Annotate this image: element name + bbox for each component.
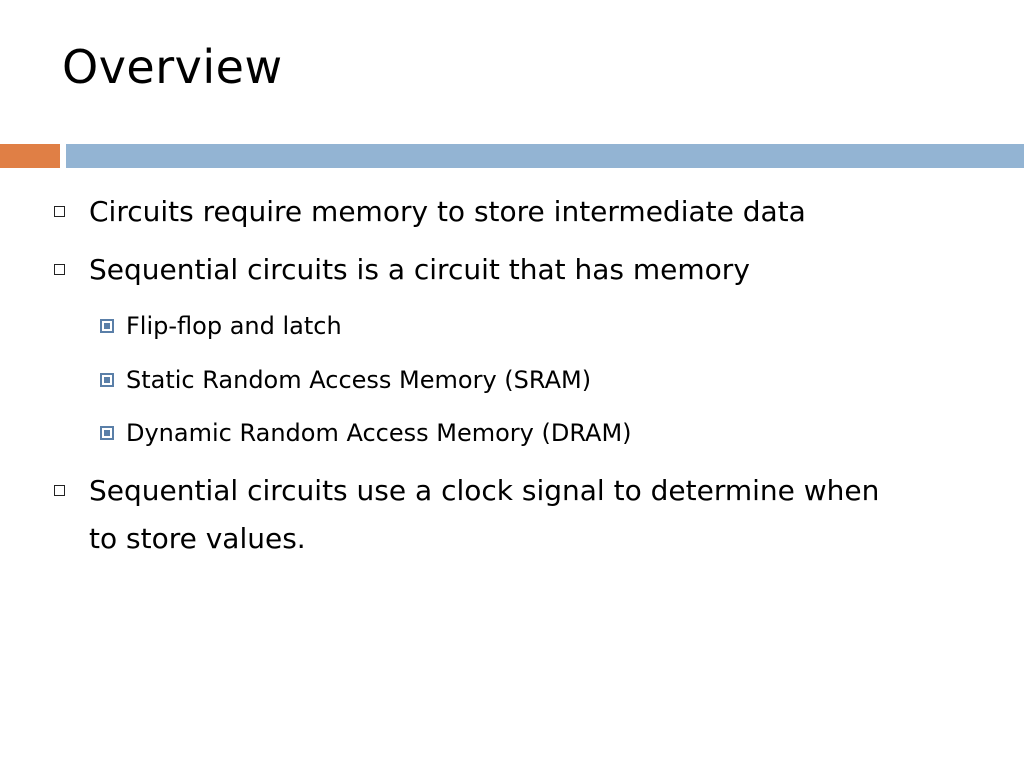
sub-bullet-item: Static Random Access Memory (SRAM) [100, 364, 591, 396]
filled-square-bullet-icon [100, 319, 114, 333]
bullet-text: Sequential circuits use a clock signal t… [89, 474, 880, 555]
bullet-text: Circuits require memory to store interme… [89, 195, 806, 228]
sub-bullet-text: Dynamic Random Access Memory (DRAM) [126, 419, 632, 447]
bullet-text: Sequential circuits is a circuit that ha… [89, 253, 750, 286]
sub-bullet-text: Flip-flop and latch [126, 312, 342, 340]
hollow-square-bullet-icon [54, 264, 65, 275]
bullet-item: Sequential circuits use a clock signal t… [54, 467, 899, 563]
bullet-item: Circuits require memory to store interme… [54, 188, 806, 236]
sub-bullet-item: Dynamic Random Access Memory (DRAM) [100, 417, 632, 449]
filled-square-bullet-icon [100, 373, 114, 387]
title-accent-bar-orange [0, 144, 60, 168]
bullet-item: Sequential circuits is a circuit that ha… [54, 246, 750, 294]
filled-square-bullet-icon [100, 426, 114, 440]
slide-title: Overview [62, 40, 283, 94]
sub-bullet-text: Static Random Access Memory (SRAM) [126, 366, 592, 394]
title-accent-bar-blue [66, 144, 1024, 168]
hollow-square-bullet-icon [54, 485, 65, 496]
sub-bullet-item: Flip-flop and latch [100, 310, 342, 342]
hollow-square-bullet-icon [54, 206, 65, 217]
